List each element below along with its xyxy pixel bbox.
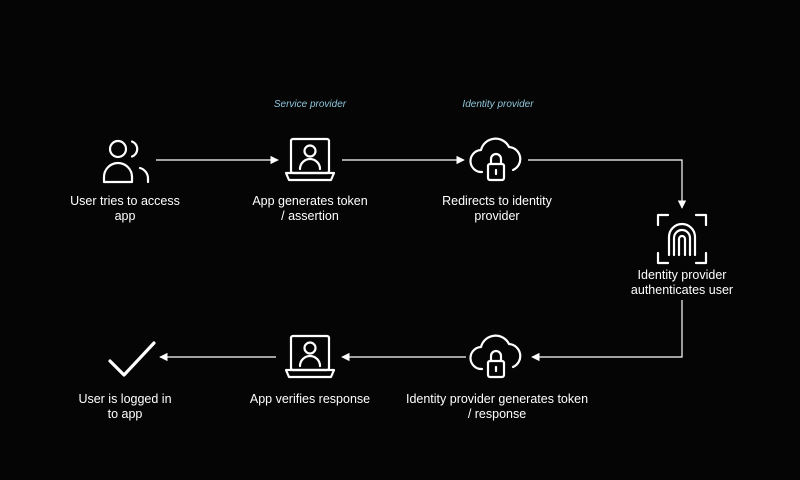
step-user-logged-in-label: User is logged in to app xyxy=(78,392,172,421)
fingerprint-scan-icon xyxy=(654,211,710,267)
laptop-user-icon xyxy=(282,329,338,385)
users-icon xyxy=(98,132,154,188)
step-authenticates-label: Identity provider authenticates user xyxy=(630,268,734,297)
checkmark-icon xyxy=(104,331,160,387)
step-redirects-label: Redirects to identity provider xyxy=(442,194,552,223)
arrow-auth-to-idp-token xyxy=(531,300,683,362)
identity-provider-tag: Identity provider xyxy=(462,99,534,110)
step-idp-generates-token-label: Identity provider generates token / resp… xyxy=(405,392,589,421)
step-app-verifies-label: App verifies response xyxy=(249,392,371,406)
service-provider-tag: Service provider xyxy=(273,99,347,110)
laptop-user-icon xyxy=(282,132,338,188)
step-user-tries-access-label: User tries to access app xyxy=(70,194,180,223)
step-app-generates-token-label: App generates token / assertion xyxy=(252,194,368,223)
cloud-lock-icon xyxy=(468,132,524,188)
arrow-redirect-to-auth xyxy=(528,159,687,209)
cloud-lock-icon xyxy=(468,329,524,385)
